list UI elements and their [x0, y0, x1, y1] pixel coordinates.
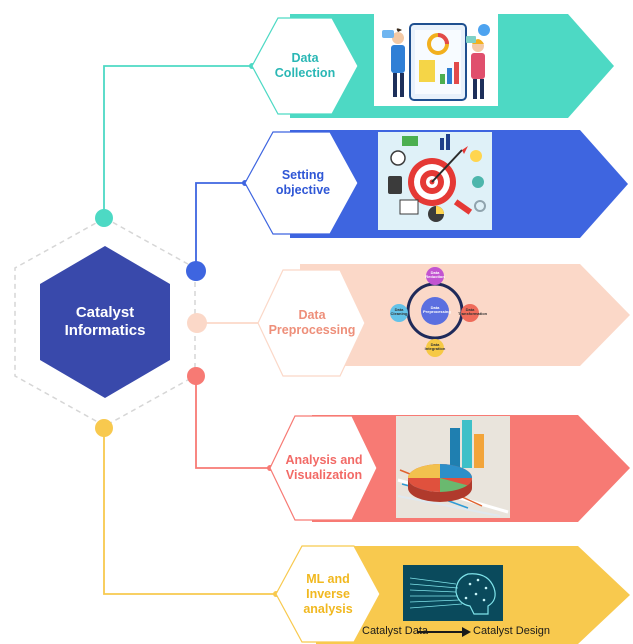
cycle-center-label: Data Preprocessing	[423, 305, 451, 315]
step-label-setting-objective: Setting objective	[275, 168, 331, 197]
ai-head-illustration	[403, 565, 503, 621]
ml-flow-to: Catalyst Design	[473, 625, 551, 637]
dot-teal	[95, 209, 113, 227]
connector-data-collection	[103, 65, 252, 218]
ml-flow-arrow	[417, 627, 471, 637]
step-label-ml: ML and Inverse analysis	[303, 571, 353, 616]
hex-ml	[275, 545, 381, 643]
center-hexagon	[40, 246, 170, 398]
dot-blue	[186, 261, 206, 281]
cycle-node-transformation: Data Transformation	[458, 307, 488, 317]
cycle-node-integration: Data Integration	[424, 342, 446, 352]
center-label: Catalyst Informatics	[64, 304, 146, 339]
data-collection-illustration	[374, 14, 498, 106]
ml-flow-from: Catalyst Data	[362, 625, 429, 637]
hex-data-preprocessing	[257, 269, 366, 377]
step-label-data-preprocessing: Data Preprocessing	[268, 308, 356, 337]
connector-analysis	[195, 376, 270, 469]
3d-chart-illustration	[396, 416, 510, 518]
hex-analysis	[269, 415, 378, 521]
connector-setting-objective	[195, 182, 245, 271]
step-label-analysis: Analysis and Visualization	[285, 453, 363, 482]
dot-red	[187, 367, 205, 385]
hex-setting-objective	[244, 131, 359, 235]
cycle-node-cleaning: Data Cleaning	[390, 307, 408, 317]
connector-ml	[103, 428, 276, 595]
dot-yellow	[95, 419, 113, 437]
preprocessing-cycle-diagram	[390, 267, 479, 357]
dot-peach	[187, 313, 207, 333]
cycle-node-reduction: Data Reduction	[425, 270, 445, 280]
target-illustration	[378, 132, 492, 230]
step-label-data-collection: Data Collection	[274, 51, 336, 80]
hex-data-collection	[251, 17, 359, 115]
